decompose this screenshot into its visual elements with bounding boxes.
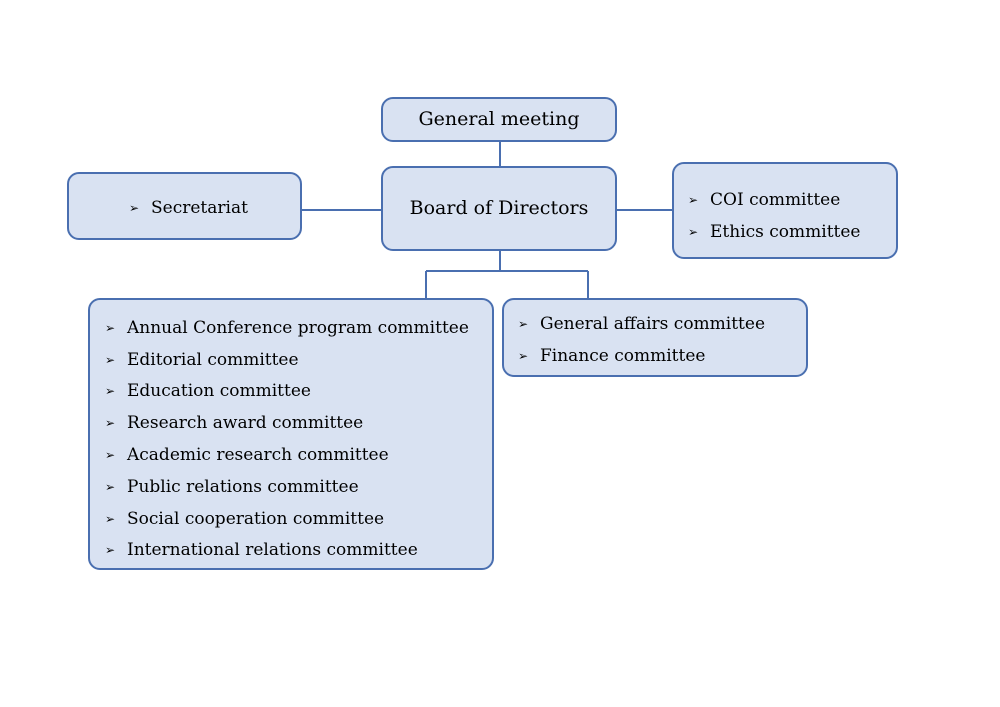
general-finance-box: ➢ General affairs committee ➢ Finance co… — [502, 298, 808, 377]
list-item: ➢ Editorial committee — [105, 344, 469, 376]
arrow-bullet-icon: ➢ — [688, 225, 699, 239]
list-item: ➢ International relations committee — [105, 535, 469, 567]
list-item: ➢ General affairs committee — [518, 308, 765, 340]
list-item: ➢ Social cooperation committee — [105, 503, 469, 535]
secretariat-list: ➢ Secretariat — [129, 196, 248, 220]
arrow-bullet-icon: ➢ — [105, 479, 116, 494]
arrow-bullet-icon: ➢ — [105, 352, 116, 367]
list-item: ➢ Ethics committee — [688, 216, 861, 248]
general-meeting-box: General meeting — [381, 97, 617, 142]
list-item: ➢ Education committee — [105, 376, 469, 408]
list-item-label: Research award committee — [127, 413, 364, 434]
list-item-label: International relations committee — [127, 540, 418, 561]
list-item-label: Public relations committee — [127, 476, 359, 497]
arrow-bullet-icon: ➢ — [105, 448, 116, 463]
list-item-label: Secretariat — [151, 198, 248, 218]
committees-list: ➢ Annual Conference program committee ➢ … — [105, 312, 469, 566]
board-of-directors-box: Board of Directors — [381, 166, 617, 251]
general-meeting-label: General meeting — [418, 108, 580, 130]
list-item-label: Academic research committee — [127, 445, 389, 466]
list-item: ➢ Secretariat — [129, 196, 248, 220]
list-item: ➢ Annual Conference program committee — [105, 312, 469, 344]
arrow-bullet-icon: ➢ — [688, 193, 699, 207]
list-item-label: Finance committee — [540, 345, 706, 366]
list-item: ➢ Academic research committee — [105, 439, 469, 471]
list-item-label: COI committee — [710, 190, 841, 210]
list-item-label: Ethics committee — [710, 222, 861, 242]
arrow-bullet-icon: ➢ — [105, 384, 116, 399]
arrow-bullet-icon: ➢ — [518, 316, 529, 331]
arrow-bullet-icon: ➢ — [105, 416, 116, 431]
coi-ethics-box: ➢ COI committee ➢ Ethics committee — [672, 162, 898, 259]
list-item: ➢ COI committee — [688, 184, 861, 216]
arrow-bullet-icon: ➢ — [105, 511, 116, 526]
arrow-bullet-icon: ➢ — [129, 201, 140, 215]
list-item-label: Education committee — [127, 381, 311, 402]
coi-ethics-list: ➢ COI committee ➢ Ethics committee — [688, 184, 861, 248]
list-item-label: Annual Conference program committee — [127, 317, 469, 338]
list-item: ➢ Public relations committee — [105, 471, 469, 503]
list-item-label: General affairs committee — [540, 313, 766, 334]
list-item: ➢ Research award committee — [105, 407, 469, 439]
arrow-bullet-icon: ➢ — [105, 543, 116, 558]
general-finance-list: ➢ General affairs committee ➢ Finance co… — [518, 308, 765, 372]
list-item-label: Editorial committee — [127, 349, 299, 370]
arrow-bullet-icon: ➢ — [518, 348, 529, 363]
secretariat-box: ➢ Secretariat — [67, 172, 302, 240]
board-of-directors-label: Board of Directors — [409, 197, 589, 219]
list-item-label: Social cooperation committee — [127, 508, 385, 529]
committees-box: ➢ Annual Conference program committee ➢ … — [88, 298, 494, 570]
list-item: ➢ Finance committee — [518, 340, 765, 372]
arrow-bullet-icon: ➢ — [105, 320, 116, 335]
